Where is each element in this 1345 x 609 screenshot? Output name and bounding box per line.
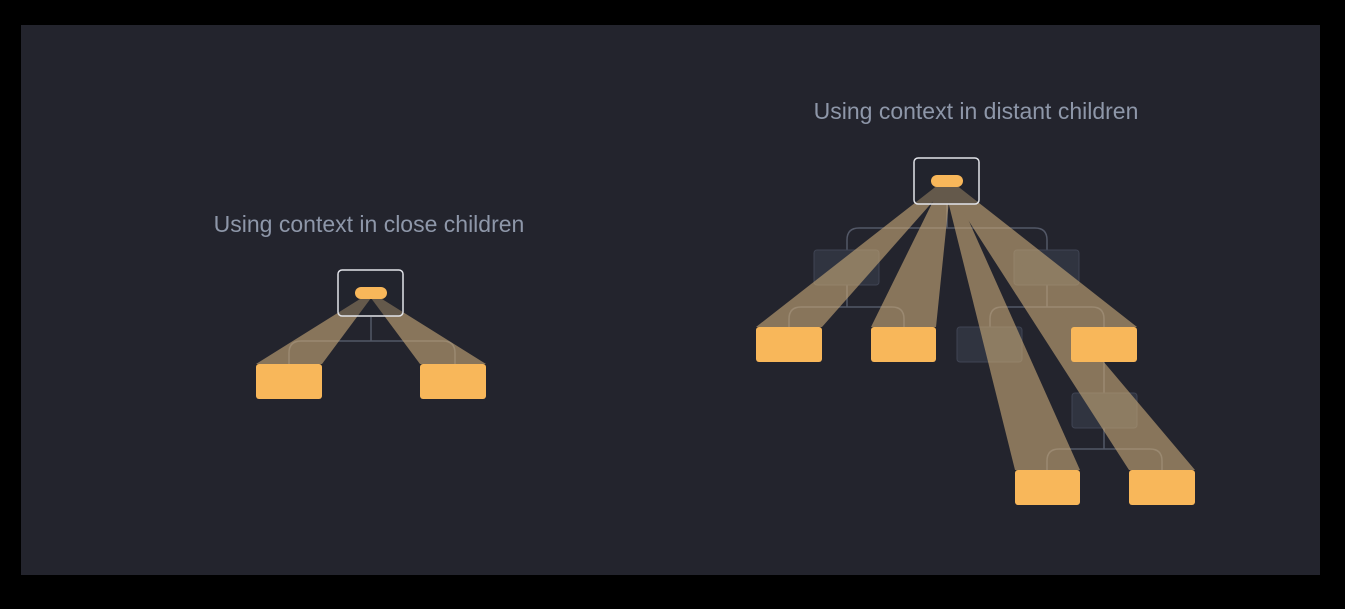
close-context-beams bbox=[256, 294, 486, 364]
context-provider-pill bbox=[931, 175, 963, 187]
context-beam bbox=[256, 294, 374, 364]
context-consumer-node bbox=[1129, 470, 1195, 505]
context-consumer-node bbox=[1015, 470, 1080, 505]
context-beam bbox=[756, 181, 951, 327]
context-beam bbox=[943, 181, 1137, 327]
context-beam bbox=[368, 294, 486, 364]
context-diagrams-svg bbox=[256, 157, 1195, 505]
context-beam bbox=[943, 181, 1195, 470]
close-children-caption: Using context in close children bbox=[213, 211, 525, 237]
context-consumer-node bbox=[256, 364, 322, 399]
context-beam bbox=[871, 181, 951, 327]
close-children-diagram bbox=[256, 269, 486, 399]
context-consumer-node bbox=[756, 327, 822, 362]
context-consumer-node bbox=[420, 364, 486, 399]
context-beam bbox=[943, 181, 1080, 470]
distant-context-beams bbox=[756, 181, 1195, 470]
context-consumer-node bbox=[1071, 327, 1137, 362]
context-consumer-node bbox=[871, 327, 936, 362]
diagram-panel: Using context in close children Using co… bbox=[21, 25, 1320, 575]
context-provider-pill bbox=[355, 287, 387, 299]
distant-children-caption: Using context in distant children bbox=[813, 98, 1139, 124]
distant-children-diagram bbox=[756, 157, 1195, 505]
